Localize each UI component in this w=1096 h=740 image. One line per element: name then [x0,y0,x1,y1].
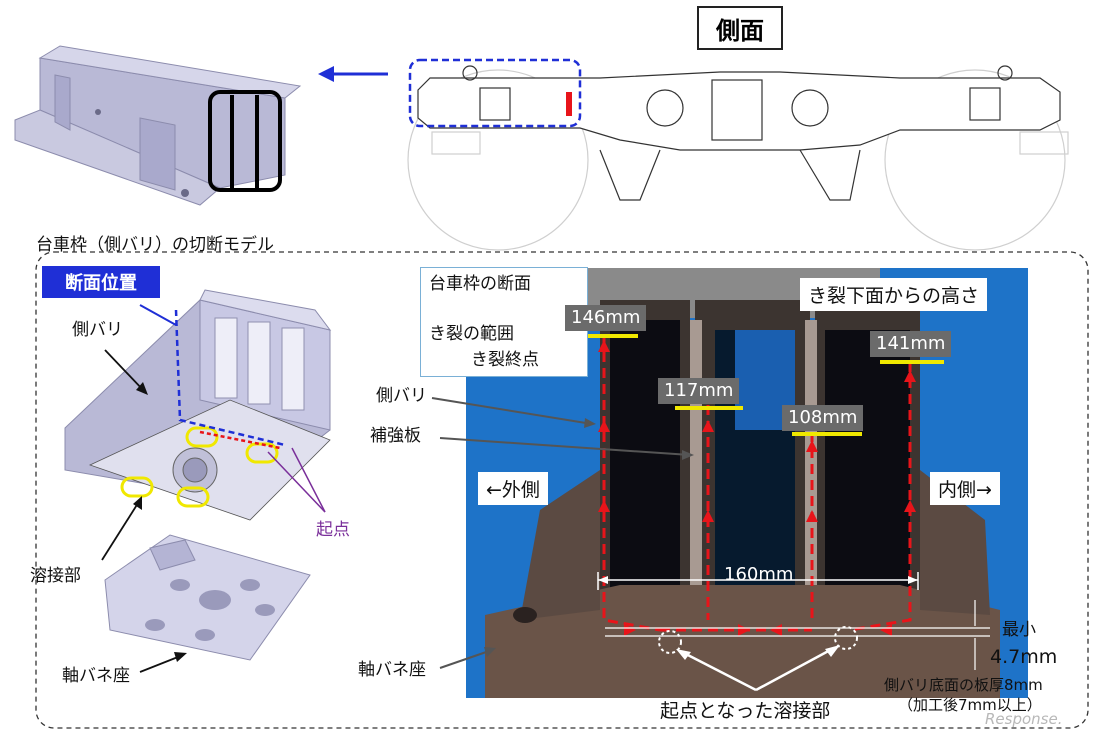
legend-title: 台車枠の断面 [429,274,531,294]
highlight-region [408,58,582,128]
watermark: Response. [985,710,1063,728]
origin-label: 起点 [316,520,350,540]
height-label-146: 146mm [565,305,647,331]
page-title: 側面 [697,6,783,50]
spring-seat-label: 軸バネ座 [62,666,130,686]
reinforcement-label: 補強板 [370,426,421,446]
min-value-label: 4.7mm [990,646,1058,668]
photo-spring-seat-label: 軸バネ座 [358,660,426,680]
side-beam-label: 側バリ [72,320,123,340]
legend-box: 台車枠の断面 き裂の範囲 き裂終点 [420,267,588,377]
weld-label: 溶接部 [30,566,81,586]
beam-3d-model [14,45,302,206]
origin-weld-label: 起点となった溶接部 [660,700,831,722]
inside-label: 内側→ [930,472,1000,505]
crack-end-108 [792,432,862,436]
side-view-drawing [407,65,1069,251]
thickness-sub-note: （加工後7mm以上） [898,696,1042,714]
photo-side-beam-label: 側バリ [376,386,427,406]
legend-crack-end: き裂終点 [471,350,539,370]
cut-model [64,289,332,673]
crack-end-117 [675,406,743,410]
section-title: 台車枠（側バリ）の切断モデル [36,235,274,255]
crack-end-146 [574,334,638,338]
legend-crack-range: き裂の範囲 [429,324,514,344]
height-label-117: 117mm [658,378,740,404]
section-border [35,251,1089,729]
outside-label: ←外側 [478,472,548,505]
section-position-tag: 断面位置 [42,266,160,298]
height-label-141: 141mm [870,331,952,357]
min-label: 最小 [1002,620,1036,640]
crack-end-141 [880,360,944,364]
width-dimension-label: 160mm [724,564,794,585]
thickness-note: 側バリ底面の板厚8mm [884,676,1043,694]
height-title: き裂下面からの高さ [800,278,988,311]
view-arrow [318,66,388,82]
height-label-108: 108mm [782,405,864,431]
crack-marker [566,92,572,116]
